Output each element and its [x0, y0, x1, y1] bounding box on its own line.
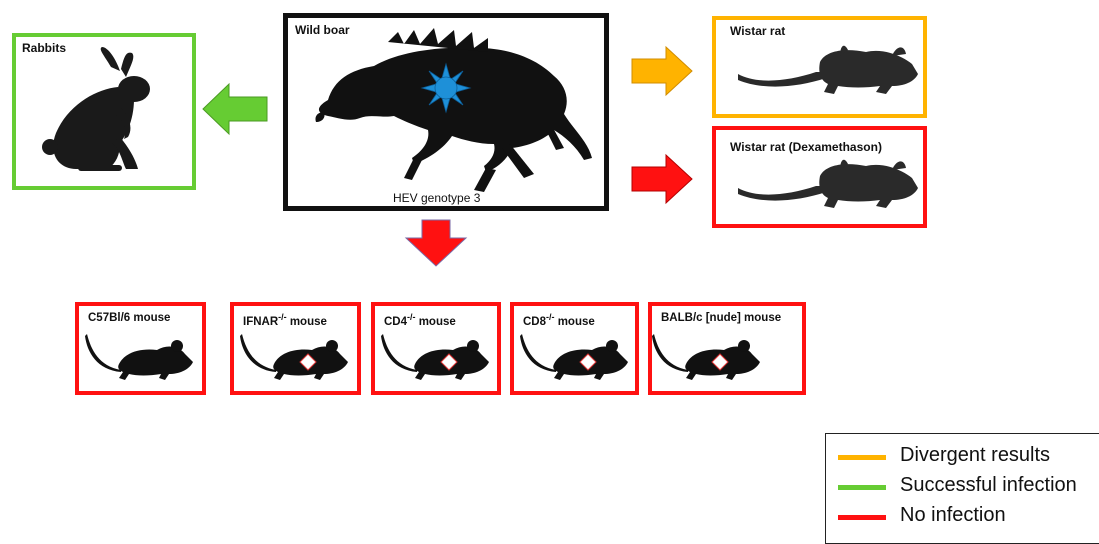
wistar-rat-title: Wistar rat	[730, 24, 786, 38]
legend-swatch-success	[838, 485, 886, 490]
legend-label-none: No infection	[900, 504, 1006, 526]
legend-label-divergent: Divergent results	[900, 444, 1051, 466]
rabbits-box: Rabbits	[12, 33, 196, 190]
mouse-strain: CD8	[523, 315, 547, 328]
mouse-suffix: mouse	[286, 315, 327, 328]
mouse-box: BALB/c [nude] mouse	[648, 302, 806, 395]
mouse-suffix: mouse	[740, 312, 782, 324]
mouse-strain: IFNAR	[243, 315, 279, 328]
mouse-icon	[652, 334, 760, 380]
rabbit-icon	[42, 47, 150, 171]
wild-boar-box: Wild boar HEV genotype 3	[283, 13, 609, 211]
mouse-icon	[381, 334, 489, 380]
arrow-left-success	[202, 82, 268, 136]
mouse-strain: BALB/c [nude]	[661, 312, 741, 324]
rat-icon	[738, 45, 918, 94]
mouse-genotype-sup: -/-	[546, 312, 555, 322]
mouse-suffix: mouse	[130, 312, 171, 324]
mouse-title: CD4-/- mouse	[384, 312, 456, 328]
arrow-down-none	[404, 219, 468, 267]
boar-icon	[315, 28, 592, 192]
mouse-title: C57Bl/6 mouse	[88, 312, 170, 324]
legend: Divergent results Successful infection N…	[825, 433, 1099, 544]
rabbits-title: Rabbits	[22, 41, 67, 55]
wistar-rat-dexa-box: Wistar rat (Dexamethason)	[712, 126, 927, 228]
mouse-suffix: mouse	[554, 315, 595, 328]
legend-label-success: Successful infection	[900, 474, 1077, 496]
mouse-strain: CD4	[384, 315, 408, 328]
mouse-strain: C57Bl/6	[88, 312, 131, 324]
wild-boar-title: Wild boar	[295, 23, 350, 37]
mouse-box: IFNAR-/- mouse	[230, 302, 361, 395]
mouse-icon	[85, 334, 193, 380]
mouse-title: CD8-/- mouse	[523, 312, 595, 328]
arrow-right-none	[631, 153, 693, 205]
rat-icon	[738, 159, 918, 208]
mouse-title: BALB/c [nude] mouse	[661, 312, 781, 324]
mouse-box: CD4-/- mouse	[371, 302, 501, 395]
mouse-box: C57Bl/6 mouse	[75, 302, 206, 395]
virus-caption: HEV genotype 3	[393, 191, 481, 205]
mouse-suffix: mouse	[415, 315, 456, 328]
arrow-right-divergent	[631, 45, 693, 97]
mouse-title: IFNAR-/- mouse	[243, 312, 327, 328]
mouse-icon	[520, 334, 628, 380]
legend-swatch-divergent	[838, 455, 886, 460]
wistar-rat-dexa-title: Wistar rat (Dexamethason)	[730, 140, 882, 154]
mouse-genotype-sup: -/-	[407, 312, 416, 322]
mouse-box: CD8-/- mouse	[510, 302, 639, 395]
mouse-icon	[240, 334, 348, 380]
wistar-rat-box: Wistar rat	[712, 16, 927, 118]
legend-swatch-none	[838, 515, 886, 520]
mouse-genotype-sup: -/-	[278, 312, 287, 322]
